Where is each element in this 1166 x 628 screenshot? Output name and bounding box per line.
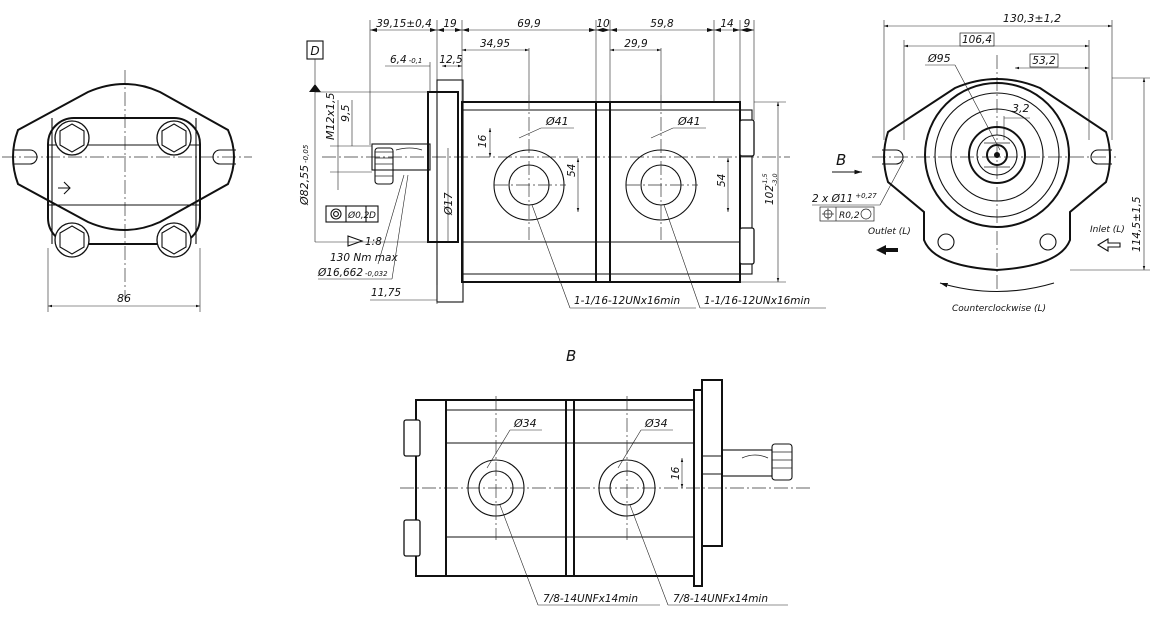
rear-view: 86 (2, 70, 252, 312)
torque-label: 130 Nm max (330, 252, 398, 264)
flow-arrow-icon (58, 181, 71, 195)
dim-102-tol-up: -1,5 (761, 173, 769, 186)
dim-34-95: 34,95 (480, 38, 510, 50)
dim-130-3: 130,3±1,2 (1003, 12, 1061, 25)
pos-tol: R0,2 (839, 211, 860, 221)
bolt-head-icon (54, 222, 90, 258)
dim-16-b: 16 (670, 466, 682, 480)
concentricity-icon (330, 208, 342, 220)
holes-label: 2 x Ø11+0,27 (812, 192, 877, 205)
datum-d: D (310, 44, 319, 58)
dim-95: Ø95 (927, 52, 951, 65)
bolt-head-icon (54, 120, 90, 156)
dim-19: 19 (443, 18, 457, 30)
inlet-label: Inlet (L) (1090, 225, 1125, 235)
dim-102-tol-dn: -3,0 (771, 173, 779, 186)
port-bottom-a: 7/8-14UNFx14min (543, 593, 638, 605)
dim-1-8: 1:8 (365, 236, 382, 248)
dim-12-5: 12,5 (439, 54, 463, 66)
port-bottom-b: 7/8-14UNFx14min (673, 593, 768, 605)
dim-34-b: Ø34 (644, 417, 668, 430)
dim-54-b: 54 (716, 174, 728, 187)
dim-59-8: 59,8 (650, 18, 674, 30)
rotation-arrow-icon (939, 282, 1055, 292)
end-bolt (739, 227, 755, 265)
dim-34-a: Ø34 (513, 417, 537, 430)
dim-82-55: Ø82,55-0,05 (298, 144, 311, 206)
dim-29-9: 29,9 (624, 38, 648, 50)
outlet-arrow-icon (876, 245, 898, 255)
dim-39-15: 39,15±0,4 (376, 18, 432, 30)
dim-3-2: 3,2 (1012, 102, 1030, 115)
dim-114-5: 114,5±1,5 (1131, 196, 1143, 252)
dim-106-4: 106,4 (962, 34, 992, 46)
position-tolerance-icon (822, 208, 834, 220)
top-dimensions: 39,15±0,4 19 69,9 10 59,8 14 9 34,95 29,… (369, 18, 755, 145)
dim-14: 14 (720, 18, 733, 30)
view-b-arrow-label: B (836, 151, 846, 169)
tol-value: Ø0,2 (347, 210, 370, 221)
end-bolt (403, 519, 421, 557)
end-view: 130,3±1,2 106,4 53,2 Ø95 3,2 B 2 x Ø11+0… (812, 12, 1150, 314)
dim-86: 86 (117, 292, 131, 305)
taper-icon (347, 235, 364, 247)
dim-102: 102 (764, 185, 776, 205)
inlet-arrow-icon (1096, 238, 1121, 252)
dim-11-75: 11,75 (371, 287, 401, 299)
view-b: B Ø34 Ø34 (400, 347, 810, 606)
bolt-head-icon (156, 120, 192, 156)
port-front-a: 1-1/16-12UNx16min (574, 295, 680, 307)
dim-53-2: 53,2 (1032, 55, 1056, 67)
dim-9-5: 9,5 (339, 105, 352, 123)
end-bolt (403, 419, 421, 457)
dim-10: 10 (596, 18, 610, 30)
dim-16-front: 16 (477, 134, 489, 148)
port-front-b: 1-1/16-12UNx16min (704, 295, 810, 307)
outlet-label: Outlet (L) (868, 227, 911, 237)
dim-69-9: 69,9 (517, 18, 541, 30)
dim-16-662: Ø16,662-0,032 (317, 267, 388, 279)
bolt-head-icon (156, 222, 192, 258)
front-view: 39,15±0,4 19 69,9 10 59,8 14 9 34,95 29,… (298, 18, 826, 309)
tol-datum: D (369, 211, 376, 221)
dim-54-a: 54 (566, 164, 578, 177)
view-b-title: B (566, 347, 576, 365)
dim-6-4: 6,4-0,1 (390, 54, 422, 66)
end-bolt (739, 119, 755, 157)
left-dimensions: D Ø82,55-0,05 M12x1,5 9,5 Ø0,2 D 1:8 130… (298, 40, 438, 304)
rotation-label: Counterclockwise (L) (952, 304, 1046, 314)
dim-17: Ø17 (442, 192, 455, 216)
dim-9: 9 (744, 18, 751, 30)
dim-41-a: Ø41 (545, 115, 569, 128)
dim-41-b: Ø41 (677, 115, 701, 128)
dim-m12: M12x1,5 (324, 93, 337, 141)
